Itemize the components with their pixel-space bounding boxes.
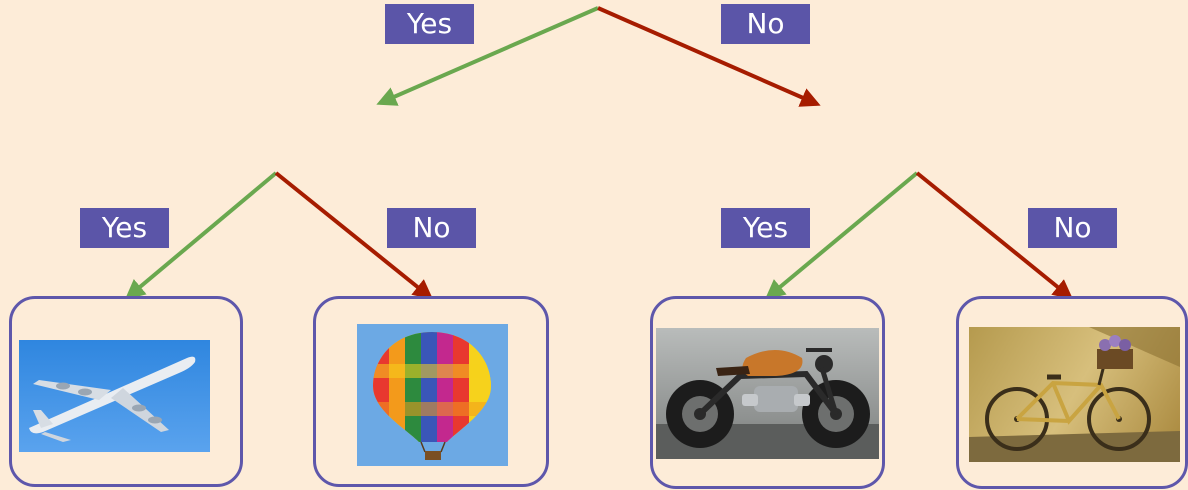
airplane-image	[19, 340, 210, 452]
right-no-label: No	[1028, 208, 1117, 248]
leaf-card-hot-air-balloon	[313, 296, 549, 487]
right-yes-label: Yes	[721, 208, 810, 248]
motorcycle-image	[656, 328, 879, 459]
right-no-arrow	[915, 171, 1074, 300]
root-yes-arrow	[376, 6, 599, 106]
bicycle-image	[969, 327, 1180, 462]
root-no-label: No	[721, 4, 810, 44]
root-no-arrow	[597, 6, 821, 107]
left-yes-arrow	[124, 171, 278, 300]
right-yes-arrow	[764, 171, 919, 300]
hot-air-balloon-image	[357, 324, 508, 466]
leaf-card-bicycle	[956, 296, 1188, 489]
left-no-label: No	[387, 208, 476, 248]
leaf-card-airplane	[9, 296, 243, 487]
root-yes-label: Yes	[385, 4, 474, 44]
left-no-arrow	[274, 171, 434, 300]
leaf-card-motorcycle	[650, 296, 885, 489]
left-yes-label: Yes	[80, 208, 169, 248]
